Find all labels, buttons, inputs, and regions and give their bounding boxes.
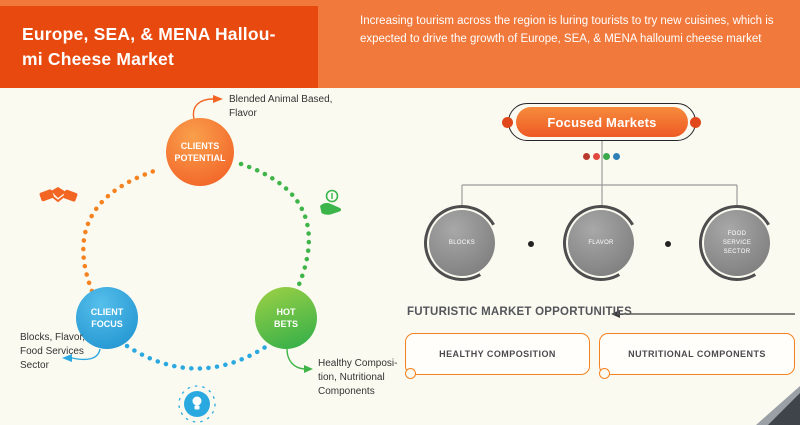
pill-end-dot-left <box>502 117 513 128</box>
node-hot-bets-label: HOT BETS <box>273 306 298 329</box>
futuristic-market-opportunities-title: FUTURISTIC MARKET OPPORTUNITIES <box>407 306 632 318</box>
legend-dot-1 <box>583 153 590 160</box>
segment-node-food-service-sector-label: FOOD SERVICE SECTOR <box>722 230 752 255</box>
page-title: Europe, SEA, & MENA Hallou- mi Cheese Ma… <box>22 24 276 69</box>
segment-node-flavor-label: FLAVOR <box>588 239 614 246</box>
segment-node-blocks: BLOCKS <box>429 210 495 276</box>
arc-orange <box>81 167 160 294</box>
node-client-focus: CLIENT FOCUS <box>76 287 138 349</box>
handshake-icon <box>39 187 78 203</box>
opportunity-box-nutritional-components: NUTRITIONAL COMPONENTS <box>599 333 795 375</box>
annotation-client-focus: Blocks, Flavor, Food Services Sector <box>20 332 86 371</box>
focused-markets-pill: Focused Markets <box>516 107 688 137</box>
money-hand-icon <box>320 189 342 215</box>
segment-node-flavor: FLAVOR <box>568 210 634 276</box>
pill-end-dot-right <box>690 117 701 128</box>
node-hot-bets: HOT BETS <box>255 287 317 349</box>
separator-dot-2 <box>665 241 671 247</box>
node-clients-potential-label: CLIENTS POTENTIAL <box>174 140 226 163</box>
idea-bulb-icon <box>178 385 216 423</box>
tree-connectors <box>461 141 738 208</box>
header-title-box: Europe, SEA, & MENA Hallou- mi Cheese Ma… <box>0 6 318 88</box>
pointer-clients-potential <box>192 95 223 120</box>
arc-blue <box>124 343 270 371</box>
opportunities-arrow <box>611 310 795 318</box>
legend-dot-2 <box>593 153 600 160</box>
opportunity-corner-dot-1 <box>405 368 416 379</box>
focused-markets-label: Focused Markets <box>547 114 657 130</box>
pointer-hot-bets <box>286 348 313 373</box>
header-description: Increasing tourism across the region is … <box>360 15 774 45</box>
annotation-clients-potential: Blended Animal Based, Flavor <box>229 94 333 119</box>
legend-dot-4 <box>613 153 620 160</box>
opportunity-corner-dot-2 <box>599 368 610 379</box>
corner-ribbon <box>756 386 800 425</box>
separator-dot-1 <box>528 241 534 247</box>
annotation-hot-bets: Healthy Composi- tion, Nutritional Compo… <box>318 358 398 397</box>
segment-node-blocks-label: BLOCKS <box>448 239 476 246</box>
node-client-focus-label: CLIENT FOCUS <box>90 306 124 329</box>
node-clients-potential: CLIENTS POTENTIAL <box>166 118 234 186</box>
opportunity-box-healthy-composition: HEALTHY COMPOSITION <box>405 333 590 375</box>
opportunity-label-nutritional-components: NUTRITIONAL COMPONENTS <box>628 349 766 359</box>
segment-node-food-service-sector: FOOD SERVICE SECTOR <box>704 210 770 276</box>
opportunity-label-healthy-composition: HEALTHY COMPOSITION <box>439 349 556 359</box>
arc-green <box>238 161 312 290</box>
legend-dot-3 <box>603 153 610 160</box>
